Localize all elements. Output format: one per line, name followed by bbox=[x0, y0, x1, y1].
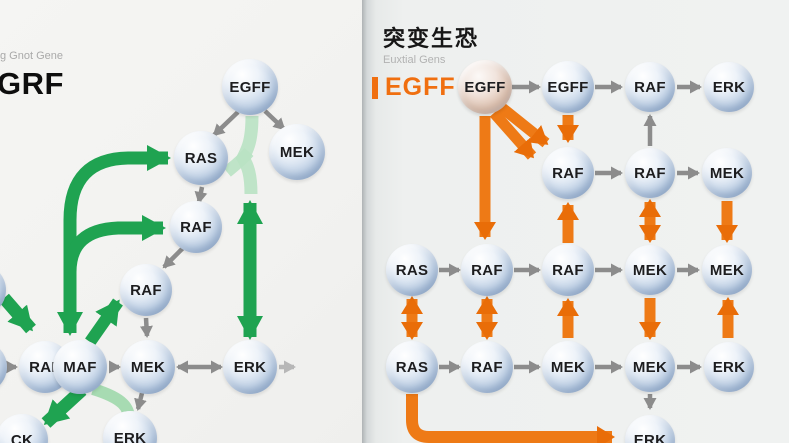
node-ras: RAS bbox=[174, 131, 228, 185]
green-arrow-branch-to-raf bbox=[63, 215, 166, 273]
node-edge-left-mid bbox=[0, 264, 6, 316]
node-egff: EGFF bbox=[222, 59, 278, 115]
node-mek-r3a: MEK bbox=[625, 245, 675, 295]
node-mek-r2: MEK bbox=[702, 148, 752, 198]
node-raf-r2a: RAF bbox=[542, 147, 594, 199]
node-erk-r4: ERK bbox=[704, 342, 754, 392]
gray-arrow-raf-raf bbox=[162, 246, 185, 269]
node-egff-2: EGFF bbox=[542, 61, 594, 113]
node-raf-r4: RAF bbox=[461, 341, 513, 393]
highlight-bar bbox=[372, 76, 378, 99]
green-arrow-maf-to-raf bbox=[85, 298, 123, 346]
pale-band-fork-to-ras bbox=[223, 147, 254, 177]
highlight-gene: EGFF bbox=[372, 75, 479, 100]
node-raf-r2b: RAF bbox=[625, 148, 675, 198]
node-raf-1: RAF bbox=[170, 201, 222, 253]
right-arrow-layer bbox=[401, 80, 739, 443]
right-panel-header: 突变生恐 Euxtial Gens EGFF bbox=[372, 26, 480, 100]
node-raf-r3a: RAF bbox=[461, 244, 513, 296]
gray-arrow-raf-mek bbox=[139, 317, 153, 338]
node-mek-r4a: MEK bbox=[542, 341, 594, 393]
right-panel-subtitle: Euxtial Gens bbox=[383, 54, 446, 66]
node-mek-r4b: MEK bbox=[625, 342, 675, 392]
left-panel-title: GRF bbox=[0, 66, 64, 101]
node-mek-top: MEK bbox=[269, 124, 325, 180]
node-ras-r3: RAS bbox=[386, 244, 438, 296]
node-raf-r3b: RAF bbox=[542, 244, 594, 296]
left-panel-normal-gene: g Gnot Gene GRF bbox=[0, 0, 362, 443]
gray-arrow-egff-ras bbox=[212, 110, 240, 137]
node-edge-left-bottom bbox=[0, 341, 7, 393]
gray-arrow-mek-erk-bottom bbox=[134, 392, 147, 411]
orange-arrow-egff-diag-2 bbox=[489, 109, 537, 160]
node-mek-bottom: MEK bbox=[121, 340, 175, 394]
gray-arrow-egff-mek bbox=[263, 109, 286, 131]
orange-arrow-ras-to-erk-bottom bbox=[406, 394, 615, 443]
node-mek-r3b: MEK bbox=[702, 245, 752, 295]
node-raf-r1: RAF bbox=[625, 62, 675, 112]
green-arrow-trunk-to-ras bbox=[63, 145, 171, 330]
node-erk-r1: ERK bbox=[704, 62, 754, 112]
green-arrow-maf-to-ck bbox=[41, 385, 87, 428]
node-ras-r4: RAS bbox=[386, 341, 438, 393]
node-raf-2: RAF bbox=[120, 264, 172, 316]
highlight-gene-label: EGFF bbox=[385, 73, 456, 101]
node-maf: MAF bbox=[53, 340, 107, 394]
right-panel-mutated-gene: 突变生恐 Euxtial Gens EGFF bbox=[362, 0, 789, 443]
right-panel-title: 突变生恐 bbox=[383, 26, 480, 51]
orange-arrow-egff-diag-1 bbox=[497, 102, 550, 148]
left-panel-subtitle: g Gnot Gene bbox=[0, 50, 63, 62]
green-arrow-edge-to-raf bbox=[0, 293, 36, 334]
node-egff-mutant: EGFF bbox=[458, 60, 512, 114]
left-arrow-layer bbox=[0, 109, 296, 428]
gray-arrow-ras-raf bbox=[194, 186, 208, 204]
node-erk: ERK bbox=[223, 340, 277, 394]
